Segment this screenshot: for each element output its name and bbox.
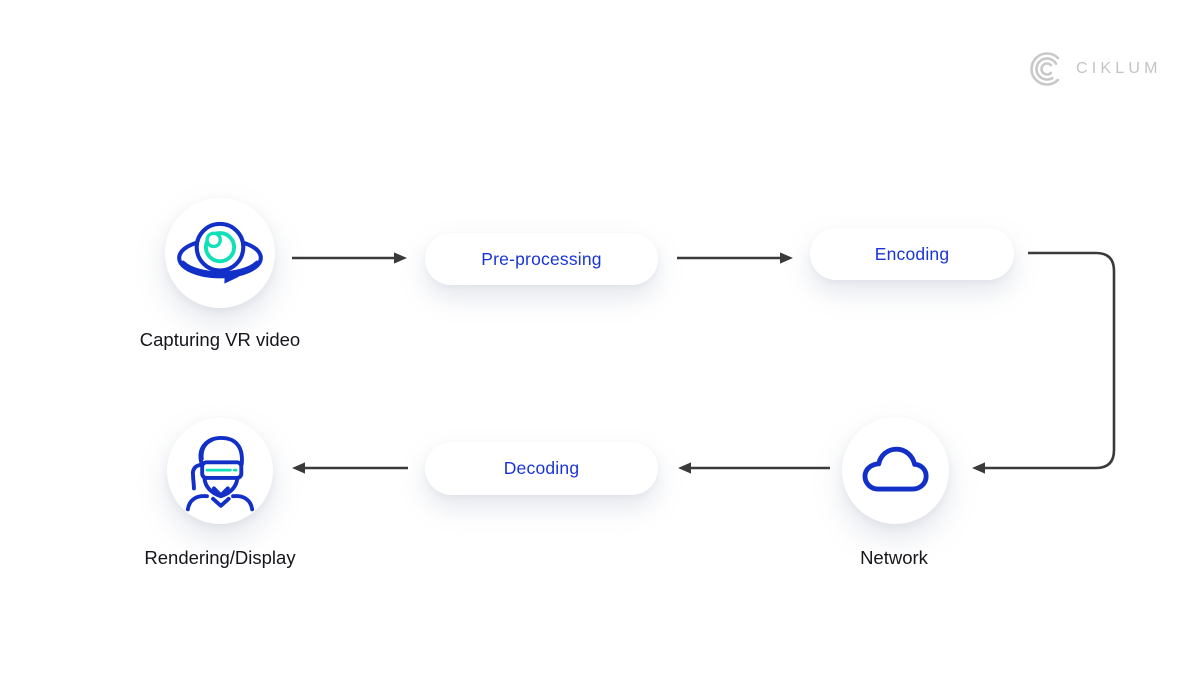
arrowhead-left-icon — [678, 462, 691, 474]
ciklum-logo: CIKLUM — [1028, 50, 1162, 88]
node-preprocessing-pill: Pre-processing — [425, 233, 658, 285]
ciklum-logo-text: CIKLUM — [1076, 60, 1162, 77]
node-decoding-pill: Decoding — [425, 442, 658, 495]
node-preprocessing-label: Pre-processing — [481, 248, 602, 269]
arrowhead-left-icon — [972, 462, 985, 474]
vr-headset-person-icon — [185, 436, 255, 512]
node-network-circle — [842, 417, 949, 524]
arrowhead-right-icon — [394, 252, 407, 264]
ciklum-arcs-icon — [1030, 52, 1060, 86]
vr-360-camera-icon — [177, 221, 263, 284]
node-rendering-label: Rendering/Display — [144, 547, 296, 568]
node-encoding-pill: Encoding — [810, 228, 1014, 280]
node-rendering-circle — [167, 418, 273, 524]
cloud-icon — [862, 446, 929, 492]
node-capture-circle — [165, 198, 275, 308]
node-decoding-label: Decoding — [503, 458, 580, 478]
node-encoding-label: Encoding — [874, 243, 950, 264]
arrowhead-right-icon — [780, 252, 793, 264]
node-capture-label: Capturing VR video — [139, 329, 301, 350]
node-network-label: Network — [860, 547, 928, 568]
arrowhead-left-icon — [292, 462, 305, 474]
edge-encoding-to-network — [985, 251, 1116, 470]
